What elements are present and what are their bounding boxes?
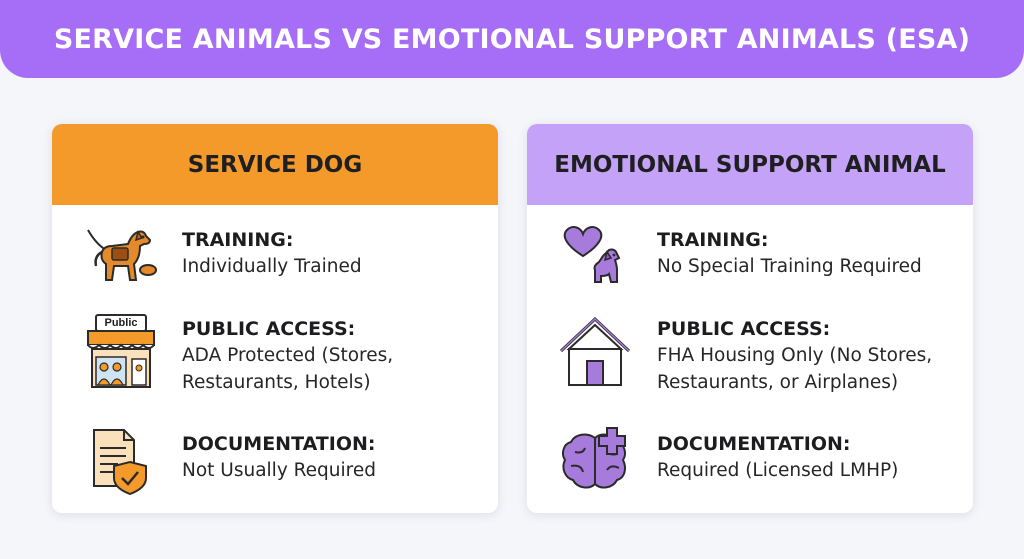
esa-header: EMOTIONAL SUPPORT ANIMAL (527, 124, 973, 205)
service-dog-header: SERVICE DOG (52, 124, 498, 205)
row-label: DOCUMENTATION: (182, 433, 376, 455)
page-title: SERVICE ANIMALS VS EMOTIONAL SUPPORT ANI… (53, 23, 971, 55)
title-banner: SERVICE ANIMALS VS EMOTIONAL SUPPORT ANI… (0, 0, 1024, 78)
document-shield-icon (82, 426, 160, 496)
row-value: Individually Trained (182, 256, 362, 277)
public-store-icon: Public (82, 313, 160, 388)
row-label: TRAINING: (657, 229, 769, 251)
esa-card: EMOTIONAL SUPPORT ANIMAL TRAINING: No Sp… (527, 124, 973, 513)
row-value: Not Usually Required (182, 460, 376, 481)
row-label: TRAINING: (182, 229, 294, 251)
row-value: FHA Housing Only (No Stores, Restaurants… (657, 345, 933, 393)
brain-plus-icon (557, 426, 635, 496)
service-dog-card: SERVICE DOG TRAINING: Individually Train… (52, 124, 498, 513)
house-icon (557, 313, 635, 386)
row-label: PUBLIC ACCESS: (182, 318, 356, 340)
row-value: No Special Training Required (657, 256, 922, 277)
public-sign-label: Public (104, 317, 138, 329)
card-title: SERVICE DOG (187, 151, 363, 178)
row-value: ADA Protected (Stores, Restaurants, Hote… (182, 345, 394, 393)
card-title: EMOTIONAL SUPPORT ANIMAL (554, 151, 946, 178)
heart-dog-icon (557, 222, 635, 292)
row-label: PUBLIC ACCESS: (657, 318, 831, 340)
row-label: DOCUMENTATION: (657, 433, 851, 455)
service-dog-icon (82, 222, 160, 292)
row-value: Required (Licensed LMHP) (657, 460, 899, 481)
